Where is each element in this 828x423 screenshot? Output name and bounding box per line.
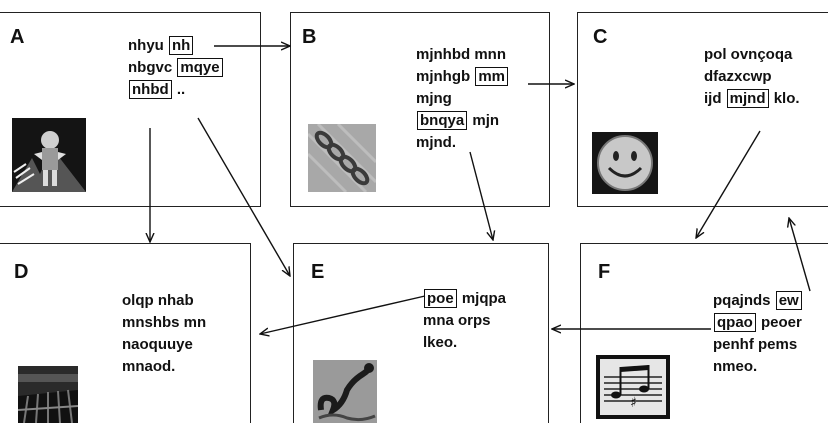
panel-e-label: E: [311, 261, 325, 283]
text-line: nhyu nh: [128, 35, 224, 57]
plain-word: nbgvc: [128, 59, 173, 76]
plain-word: mjn: [472, 112, 500, 129]
panel-b-text: mjnhbd mnn mjnhgb mm mjng bnqya mjn mjnd.: [416, 44, 509, 154]
plain-word: mnshbs mn: [122, 314, 207, 331]
plain-word: nhyu: [128, 37, 164, 54]
text-line: mna orps: [423, 310, 506, 332]
text-line: pqajnds ew: [713, 290, 803, 312]
panel-c-text: pol ovnçoqa dfazxcwp ijd mjnd klo.: [704, 44, 800, 110]
text-line: mjnd.: [416, 132, 509, 154]
plain-word: mjnhbd mnn: [416, 46, 506, 63]
text-line: qpao peoer: [713, 312, 803, 334]
text-line: nhbd ..: [128, 79, 224, 101]
text-line: ijd mjnd klo.: [704, 88, 800, 110]
text-line: penhf pems: [713, 334, 803, 356]
text-line: mjnhgb mm: [416, 66, 509, 88]
text-line: poe mjqpa: [423, 288, 506, 310]
hyperlink-word[interactable]: bnqya: [417, 111, 468, 130]
text-line: nbgvc mqye: [128, 57, 224, 79]
text-line: dfazxcwp: [704, 66, 800, 88]
panel-e-text: poe mjqpa mna orps lkeo.: [423, 288, 506, 354]
plain-word: mjqpa: [461, 290, 507, 307]
hyperlink-word[interactable]: mjnd: [726, 89, 769, 108]
panel-d-text: olqp nhab mnshbs mn naoquuye mnaod.: [122, 290, 206, 378]
hyperlink-word[interactable]: nhbd: [129, 80, 172, 99]
smiley-face-icon: [592, 132, 658, 194]
text-line: mnshbs mn: [122, 312, 206, 334]
text-line: mjng: [416, 88, 509, 110]
plain-word: peoer: [761, 314, 802, 331]
hyperlink-word[interactable]: mm: [475, 67, 509, 86]
panel-f-label: F: [598, 261, 611, 283]
hyperlink-word[interactable]: mqye: [177, 58, 223, 77]
plain-word: nmeo.: [713, 358, 758, 375]
hyperlink-word[interactable]: qpao: [714, 313, 756, 332]
plain-word: naoquuye: [122, 336, 193, 353]
panel-b-label: B: [302, 26, 317, 48]
water-wave-icon: [313, 360, 377, 423]
svg-text:♯: ♯: [630, 395, 637, 411]
text-line: lkeo.: [423, 332, 506, 354]
plain-word: mjnd.: [416, 134, 456, 151]
plain-word: mna orps: [423, 312, 491, 329]
plain-word: dfazxcwp: [704, 68, 772, 85]
panel-c-label: C: [593, 26, 608, 48]
text-line: nmeo.: [713, 356, 803, 378]
hyperlink-word[interactable]: poe: [424, 289, 457, 308]
plain-word: pol ovnçoqa: [704, 46, 793, 63]
chain-link-icon: [308, 124, 376, 192]
plain-word: pqajnds: [713, 292, 771, 309]
hyperlink-word[interactable]: nh: [169, 36, 194, 55]
plain-word: mjnhgb: [416, 68, 471, 85]
text-line: bnqya mjn: [416, 110, 509, 132]
text-line: pol ovnçoqa: [704, 44, 800, 66]
plain-word: mjng: [416, 90, 452, 107]
plain-word: olqp nhab: [122, 292, 194, 309]
text-line: naoquuye: [122, 334, 206, 356]
city-skyline-icon: [18, 366, 78, 423]
music-notes-icon: ♯: [596, 355, 670, 419]
panel-d-label: D: [14, 261, 29, 283]
plain-word: lkeo.: [423, 334, 458, 351]
plain-word: ijd: [704, 90, 722, 107]
text-line: olqp nhab: [122, 290, 206, 312]
text-line: mjnhbd mnn: [416, 44, 509, 66]
plain-word: mnaod.: [122, 358, 176, 375]
plain-word: klo.: [773, 90, 800, 107]
hyperlink-word[interactable]: ew: [775, 291, 802, 310]
text-line: mnaod.: [122, 356, 206, 378]
plain-word: ..: [176, 81, 186, 98]
panel-a-label: A: [10, 26, 25, 48]
character-figure-icon: [12, 118, 86, 192]
plain-word: penhf pems: [713, 336, 798, 353]
